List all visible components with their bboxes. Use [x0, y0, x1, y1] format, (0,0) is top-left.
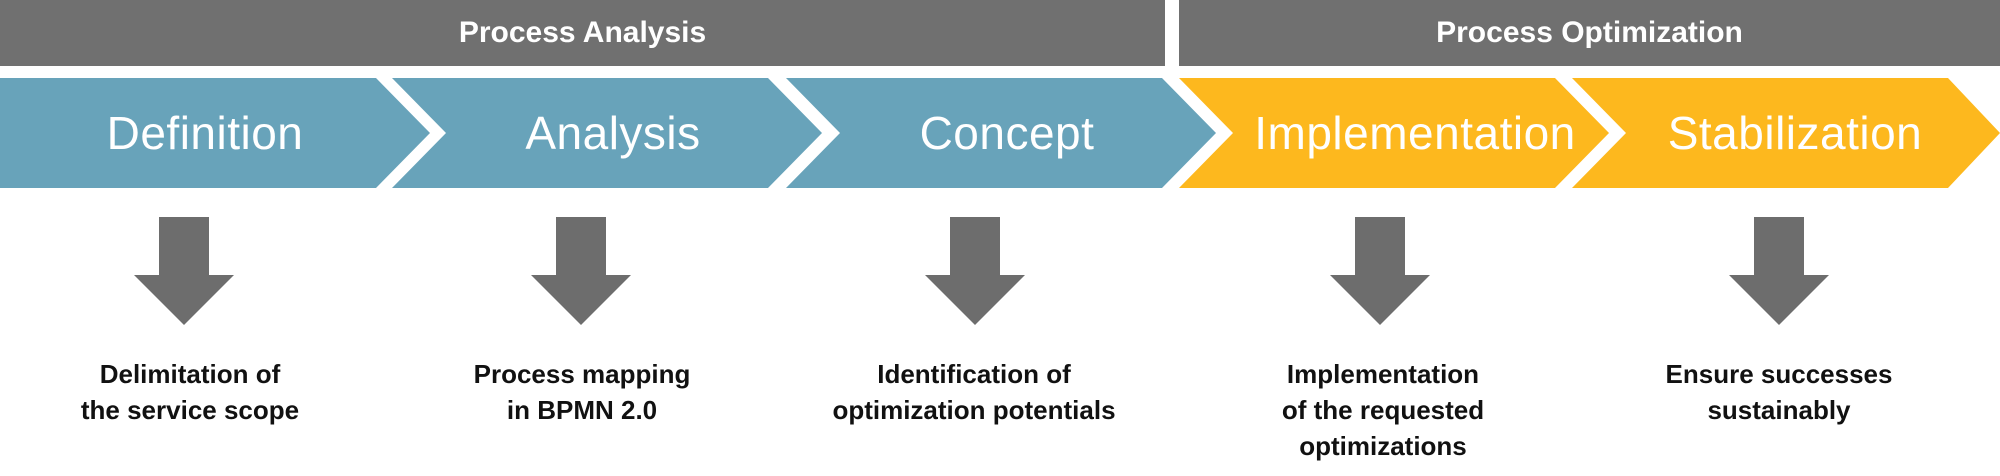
process-chevron-row — [0, 78, 2000, 188]
step-description-stabilization: Ensure successes sustainably — [1589, 356, 1969, 428]
header-process-analysis: Process Analysis — [0, 0, 1165, 66]
chevron-stabilization — [1572, 78, 2000, 188]
chevron-analysis — [392, 78, 822, 188]
description-line: Identification of — [877, 359, 1071, 389]
description-line: Ensure successes — [1665, 359, 1893, 389]
step-description-analysis: Process mapping in BPMN 2.0 — [392, 356, 772, 428]
description-line: the service scope — [80, 395, 300, 425]
step-label-concept: Concept — [919, 107, 1095, 159]
header-process-optimization: Process Optimization — [1179, 0, 2000, 66]
step-description-concept: Identification of optimization potential… — [784, 356, 1164, 428]
description-line: Delimitation of — [99, 359, 281, 389]
step-description-definition: Delimitation of the service scope — [0, 356, 380, 428]
description-line: optimization potentials — [832, 395, 1116, 425]
down-arrow-icon — [1729, 217, 1829, 325]
description-line: optimizations — [1299, 431, 1467, 461]
down-arrow-icon — [134, 217, 234, 325]
step-label-implementation: Implementation — [1254, 107, 1576, 159]
description-line: sustainably — [1707, 395, 1851, 425]
description-line: in BPMN 2.0 — [506, 395, 658, 425]
down-arrow-icon — [531, 217, 631, 325]
chevron-definition — [0, 78, 430, 188]
description-line: Implementation — [1286, 359, 1480, 389]
step-label-definition: Definition — [106, 107, 304, 159]
step-label-stabilization: Stabilization — [1667, 107, 1923, 159]
description-line: of the requested — [1281, 395, 1485, 425]
step-label-analysis: Analysis — [525, 107, 701, 159]
down-arrow-icon — [925, 217, 1025, 325]
chevron-implementation — [1179, 78, 1609, 188]
step-description-implementation: Implementation of the requested optimiza… — [1193, 356, 1573, 464]
chevron-concept — [786, 78, 1216, 188]
down-arrow-icon — [1330, 217, 1430, 325]
description-line: Process mapping — [473, 359, 691, 389]
